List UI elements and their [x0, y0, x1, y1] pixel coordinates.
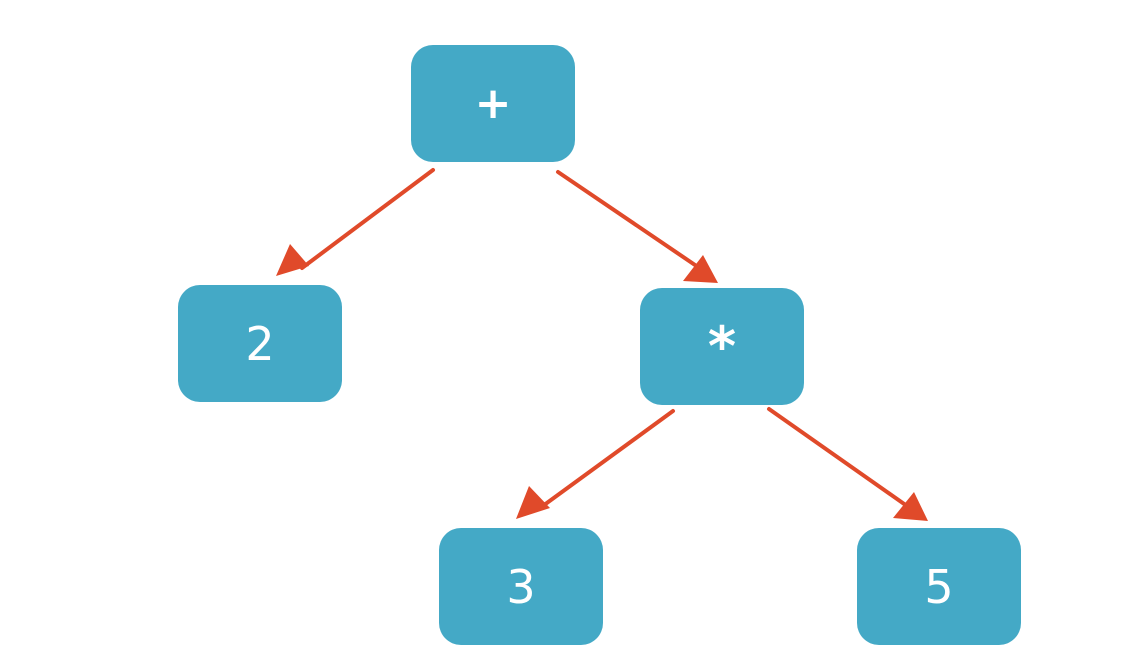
- edge-plus-to-times: [556, 170, 718, 283]
- node-plus-operator: +: [411, 45, 575, 162]
- node-multiply-operator: *: [640, 288, 804, 405]
- node-label: 3: [506, 559, 536, 614]
- node-label: *: [707, 314, 737, 378]
- edge-plus-to-two: [276, 168, 435, 276]
- node-number-three: 3: [439, 528, 603, 645]
- node-number-two: 2: [178, 285, 342, 402]
- node-label: 2: [245, 316, 275, 371]
- node-label: +: [474, 77, 512, 129]
- edge-times-to-three: [516, 409, 675, 519]
- node-label: 5: [924, 559, 954, 614]
- edge-times-to-five: [767, 407, 928, 521]
- node-number-five: 5: [857, 528, 1021, 645]
